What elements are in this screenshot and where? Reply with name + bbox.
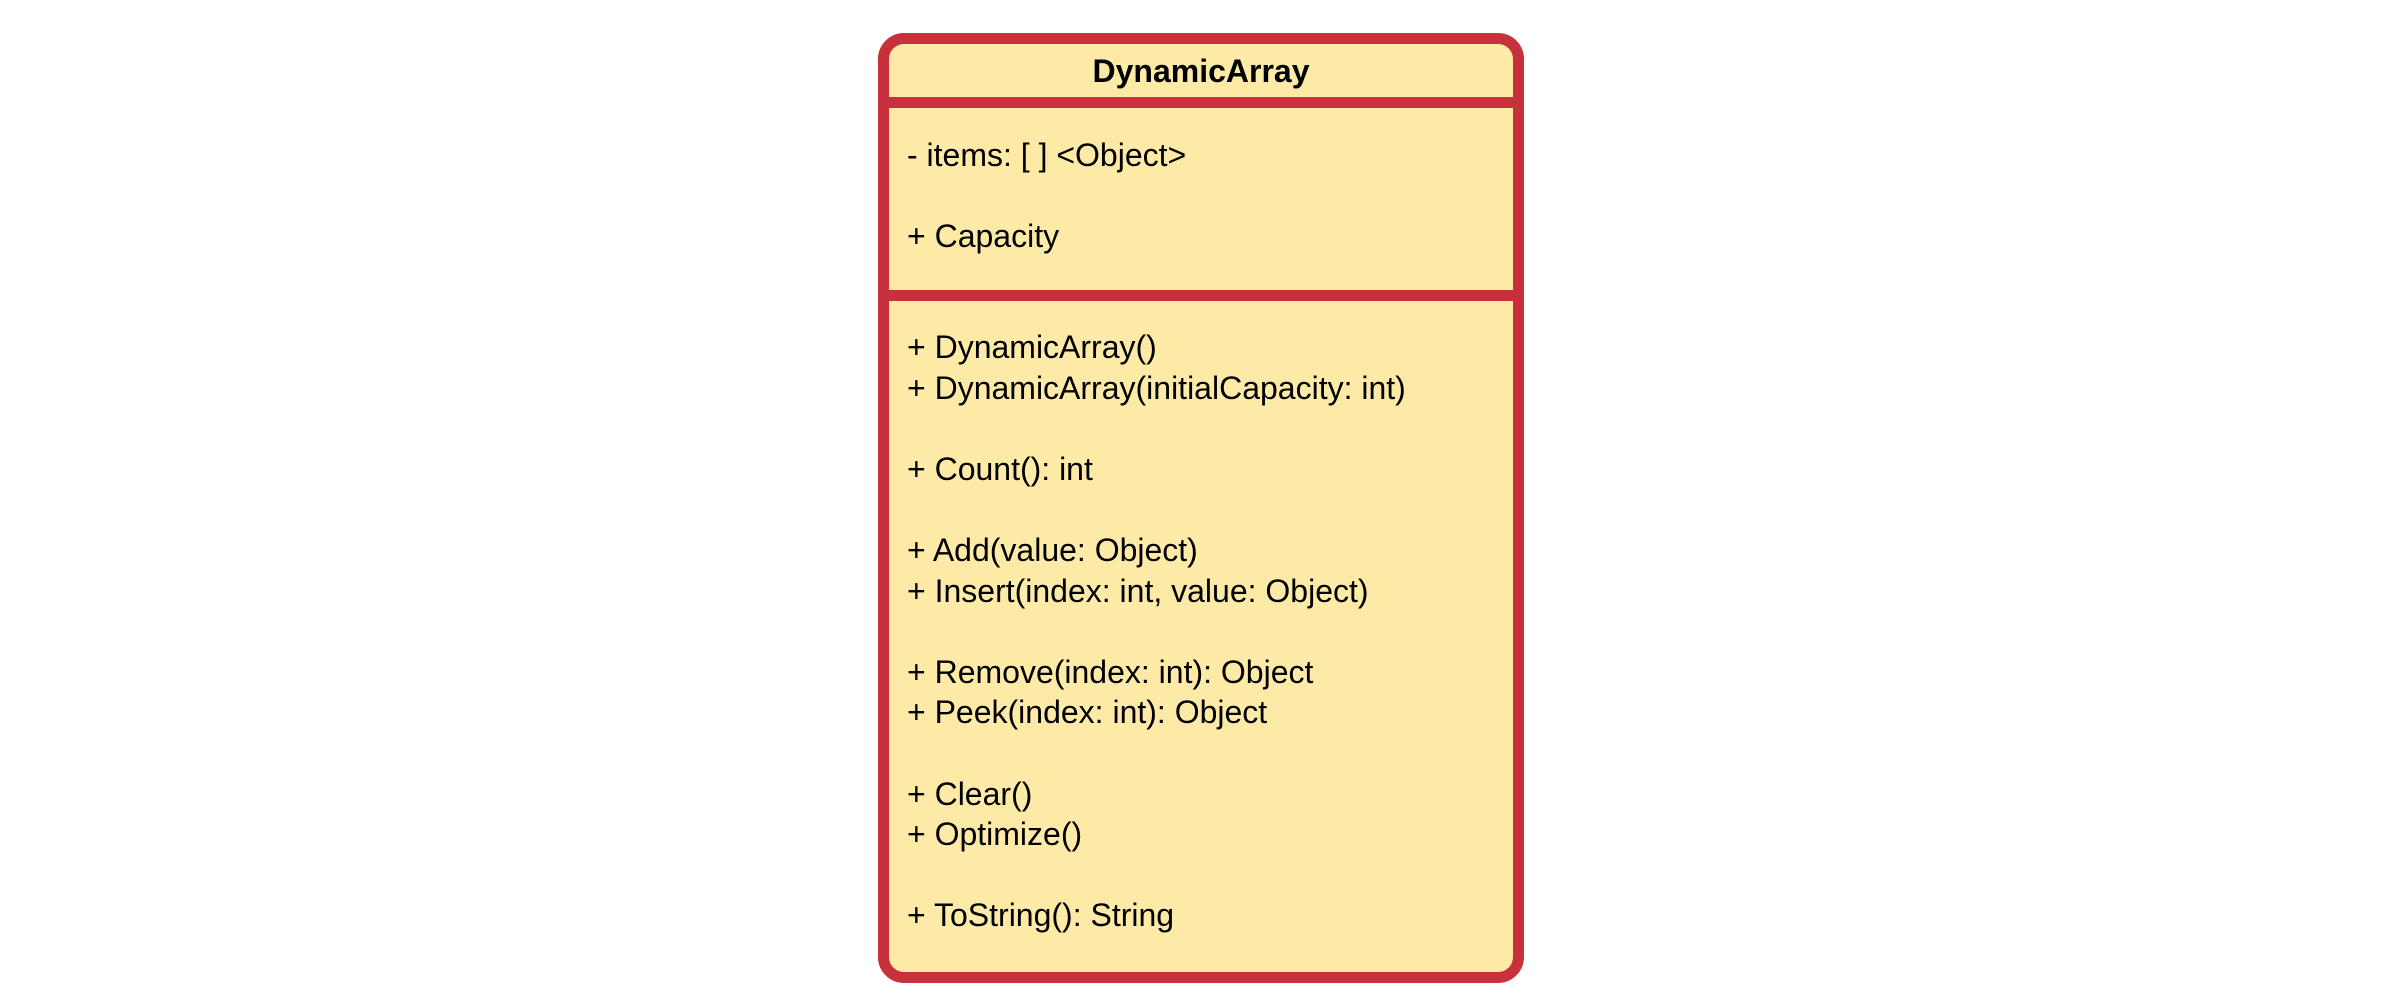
- method-count: + Count(): int: [907, 450, 1093, 487]
- method-tostring: + ToString(): String: [907, 897, 1175, 934]
- attributes-section: - items: [ ] <Object> + Capacity: [889, 108, 1513, 301]
- method-spacer: [907, 733, 1513, 774]
- class-header: DynamicArray: [889, 44, 1513, 108]
- uml-class-box: DynamicArray - items: [ ] <Object> + Cap…: [878, 33, 1524, 983]
- method-remove: + Remove(index: int): Object: [907, 653, 1314, 690]
- method-clear: + Clear(): [907, 775, 1033, 812]
- method-constructor-default: + DynamicArray(): [907, 329, 1157, 365]
- class-name: DynamicArray: [1092, 52, 1310, 89]
- method-spacer: [907, 611, 1513, 652]
- method-add: + Add(value: Object): [907, 531, 1198, 568]
- method-peek: + Peek(index: int): Object: [907, 694, 1268, 731]
- method-optimize: + Optimize(): [907, 816, 1083, 853]
- method-constructor-capacity: + DynamicArray(initialCapacity: int): [907, 369, 1406, 406]
- method-spacer: [907, 408, 1513, 449]
- method-spacer: [907, 489, 1513, 530]
- attribute-spacer: [907, 176, 1513, 217]
- method-spacer: [907, 855, 1513, 896]
- attribute-items: - items: [ ] <Object>: [907, 137, 1187, 173]
- method-insert: + Insert(index: int, value: Object): [907, 572, 1369, 609]
- methods-section: + DynamicArray() + DynamicArray(initialC…: [889, 301, 1513, 936]
- attribute-capacity: + Capacity: [907, 218, 1060, 255]
